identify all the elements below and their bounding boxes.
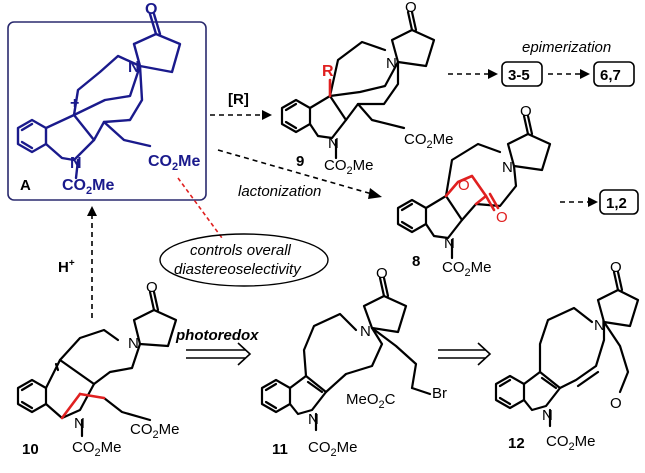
atom-O-12-aldehyde: O: [610, 395, 622, 412]
ellipse-line1: controls overall: [190, 242, 292, 259]
reagent-R: [R]: [228, 91, 249, 108]
structure-12: [494, 270, 640, 428]
ester-11-bottom: CO2Me: [308, 439, 357, 459]
atom-N-A-top: N: [128, 59, 140, 76]
plus-charge-A: +: [70, 95, 79, 112]
ester-A-right: CO2Me: [148, 153, 200, 173]
atom-N-9-top: N: [386, 55, 397, 72]
atom-N-8-bottom: N: [444, 235, 455, 252]
lactone-red: [444, 174, 500, 212]
ester-8: CO2Me: [442, 259, 491, 279]
atom-N-10-bottom: N: [74, 415, 85, 432]
atom-O-12-top: O: [610, 259, 622, 276]
target-35: 3-5: [508, 67, 530, 84]
structure-A: [16, 12, 182, 180]
atom-O-8-lactone: O: [458, 177, 470, 194]
compound-label-8: 8: [412, 253, 420, 270]
arrowhead-35-to-67: [580, 69, 590, 79]
structure-8: [396, 114, 552, 260]
target-box-67: [593, 61, 635, 87]
intermediate-box: [7, 21, 207, 201]
ester-10-right: CO2Me: [130, 421, 179, 441]
label-epimerization: epimerization: [522, 39, 611, 56]
red-pointer: [177, 177, 223, 239]
atom-O-11: O: [376, 265, 388, 282]
structure-10: [16, 290, 178, 438]
atom-N-12-top: N: [594, 317, 605, 334]
compound-label-10: 10: [22, 441, 39, 458]
ester-9-right: CO2Me: [404, 131, 453, 151]
atom-N-11-bottom: N: [308, 411, 319, 428]
compound-label-12: 12: [508, 435, 525, 452]
ester-9-bottom: CO2Me: [324, 157, 373, 177]
target-box-12: [599, 189, 639, 215]
red-bonds-10: [60, 392, 106, 420]
arrowhead-A-to-9: [262, 110, 272, 120]
arrowhead-10-to-A: [87, 206, 97, 216]
ellipse-line2: diastereoselectivity: [174, 261, 302, 278]
arrowhead-9-to-35: [488, 69, 498, 79]
target-12: 1,2: [606, 195, 627, 212]
compound-label-9: 9: [296, 153, 304, 170]
atom-Br-11: Br: [432, 385, 447, 402]
target-box-35: [501, 61, 543, 87]
R-group-9: R: [322, 63, 334, 80]
ester-10-bottom: CO2Me: [72, 439, 121, 459]
atom-N-10-top: N: [128, 335, 139, 352]
ester-11-side: MeO2C: [346, 391, 396, 411]
label-photoredox: photoredox: [175, 327, 259, 344]
label-lactonization: lactonization: [238, 183, 321, 200]
atom-N-9-bottom: N: [328, 135, 339, 152]
compound-label-A: A: [20, 177, 31, 194]
atom-O-10: O: [146, 279, 158, 296]
atom-O-9: O: [405, 0, 417, 16]
atom-N-12-bottom: N: [542, 407, 553, 424]
structure-11: [260, 276, 432, 432]
reagent-H-plus: H+: [58, 258, 75, 276]
atom-N-8-top: N: [502, 159, 513, 176]
atom-O-A: O: [145, 1, 157, 18]
atom-O-8-carbonyl: O: [496, 209, 508, 226]
ester-12: CO2Me: [546, 433, 595, 453]
arrowhead-A-to-8: [368, 188, 382, 199]
retro-arrow-10-11: [186, 342, 252, 366]
arrowhead-8-to-12: [588, 197, 598, 207]
target-67: 6,7: [600, 67, 621, 84]
retro-arrow-11-12: [438, 342, 492, 366]
atom-N-A-bottom: N: [70, 155, 82, 172]
atom-O-8-top: O: [520, 103, 532, 120]
atom-N-11-top: N: [360, 323, 371, 340]
structure-9: [280, 10, 436, 160]
ester-A-bottom: CO2Me: [62, 177, 114, 197]
stereo-ellipse: [159, 233, 329, 287]
compound-label-11: 11: [272, 441, 288, 458]
